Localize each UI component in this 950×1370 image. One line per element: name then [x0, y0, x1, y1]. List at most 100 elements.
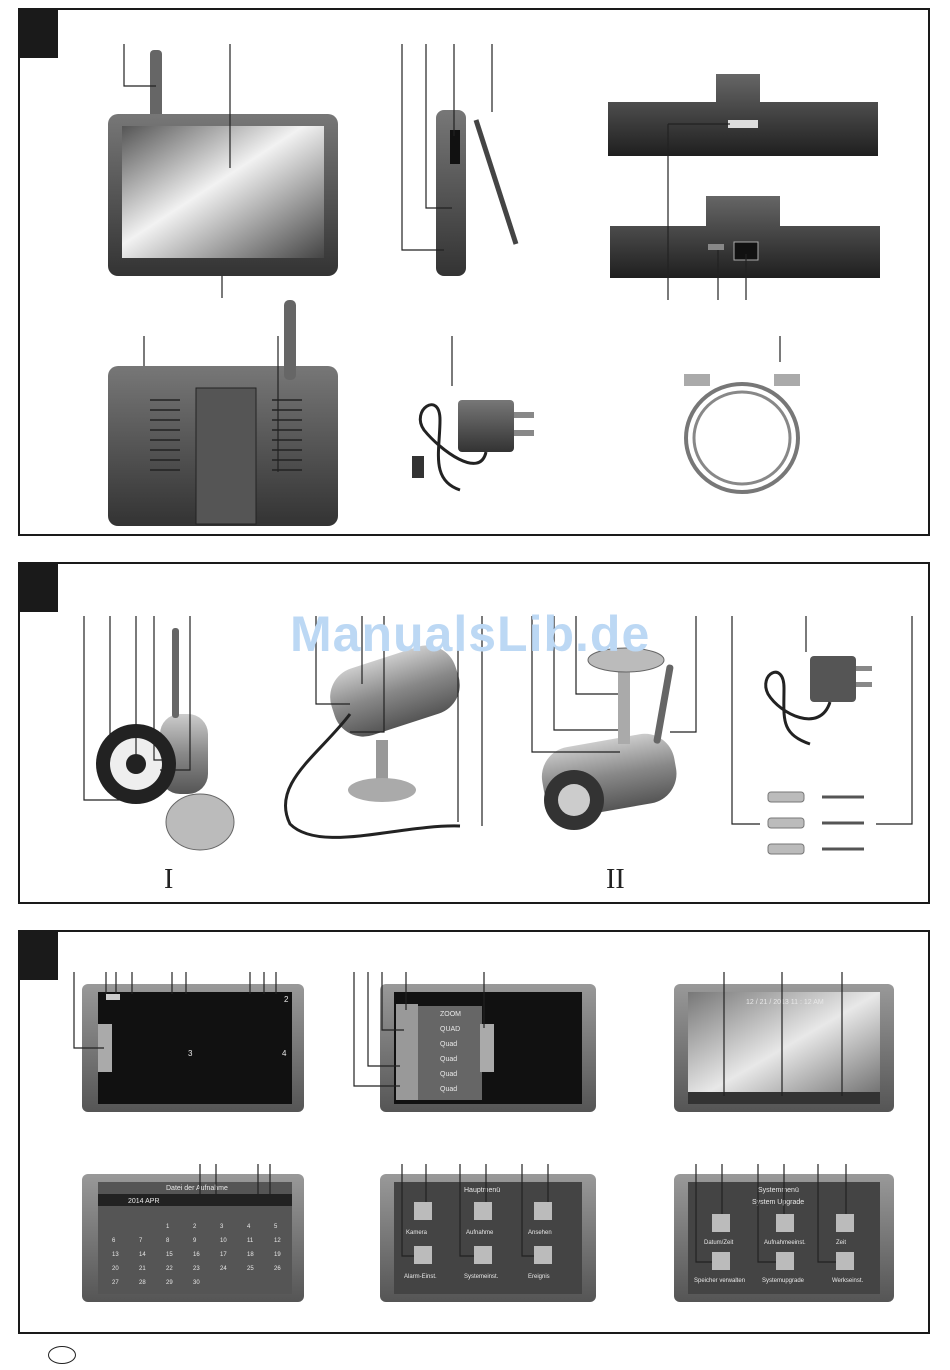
- main-menu-icon-2[interactable]: [474, 1202, 492, 1220]
- calendar-day-3[interactable]: 3: [220, 1224, 224, 1230]
- watermark: ManualsLib.de: [290, 606, 651, 662]
- menu-item-4[interactable]: Quad: [440, 1056, 457, 1063]
- calendar-day-20[interactable]: 20: [112, 1266, 119, 1272]
- main-menu-icon-grid: [414, 1202, 552, 1264]
- calendar-day-26[interactable]: 26: [274, 1266, 281, 1272]
- menu-item-2[interactable]: QUAD: [440, 1026, 460, 1033]
- calendar-day-25[interactable]: 25: [247, 1266, 254, 1272]
- channel-label-4: 4: [282, 1049, 287, 1058]
- screen-side-menu: [380, 984, 596, 1112]
- main-menu-icon-1[interactable]: [414, 1202, 432, 1220]
- calendar-day-18[interactable]: 18: [247, 1252, 254, 1258]
- system-menu-icon-5[interactable]: [776, 1252, 794, 1270]
- camera-mounted-view: [541, 647, 677, 830]
- calendar-day-27[interactable]: 27: [112, 1280, 119, 1286]
- system-menu-icon-6[interactable]: [836, 1252, 854, 1270]
- calendar-day-6[interactable]: 6: [112, 1238, 116, 1244]
- panel-camera-components: I II: [18, 562, 930, 904]
- footer-country-badge: [48, 1346, 76, 1364]
- main-menu-icon-6[interactable]: [534, 1246, 552, 1264]
- main-menu-label-1: Kamera: [406, 1230, 428, 1236]
- system-menu-icon-2[interactable]: [776, 1214, 794, 1232]
- calendar-month: 2014 APR: [128, 1198, 160, 1205]
- calendar-day-2[interactable]: 2: [193, 1224, 197, 1230]
- main-menu-label-3: Ansehen: [528, 1230, 552, 1236]
- calendar-title: Datei der Aufnahme: [166, 1185, 228, 1192]
- calendar-day-30[interactable]: 30: [193, 1280, 200, 1286]
- system-menu-icon-grid: [712, 1214, 854, 1270]
- camera-diagram: [83, 616, 913, 855]
- main-menu-label-4: Alarm-Einst.: [404, 1274, 437, 1280]
- calendar-day-24[interactable]: 24: [220, 1266, 227, 1272]
- calendar-day-16[interactable]: 16: [193, 1252, 200, 1258]
- panel-marker: [20, 564, 58, 612]
- wall-plugs-and-screws: [767, 791, 864, 855]
- menu-item-6[interactable]: Quad: [440, 1086, 457, 1093]
- calendar-day-14[interactable]: 14: [139, 1252, 146, 1258]
- camera-power-adapter: [764, 656, 872, 746]
- menu-item-5[interactable]: Quad: [440, 1071, 457, 1078]
- calendar-day-23[interactable]: 23: [193, 1266, 200, 1272]
- main-menu-title: Hauptmenü: [464, 1187, 500, 1194]
- docking-station: [608, 74, 880, 278]
- channel-label-3: 3: [188, 1049, 193, 1058]
- figure-label-two: II: [606, 864, 625, 895]
- camera-front-view: [96, 628, 235, 851]
- calendar-day-22[interactable]: 22: [166, 1266, 173, 1272]
- calendar-day-13[interactable]: 13: [112, 1252, 119, 1258]
- panel-marker: [20, 932, 58, 980]
- camera-side-view: [283, 645, 461, 839]
- system-menu-label-2: Aufnahmeeinst.: [764, 1240, 806, 1246]
- main-menu-label-5: Systemeinst.: [464, 1274, 499, 1280]
- menu-item-3[interactable]: Quad: [440, 1041, 457, 1048]
- panel-marker: [20, 10, 58, 58]
- power-adapter: [412, 400, 534, 492]
- monitor-front: [108, 50, 338, 276]
- system-menu-icon-1[interactable]: [712, 1214, 730, 1232]
- monitor-back: [108, 300, 338, 526]
- calendar-day-28[interactable]: 28: [139, 1280, 146, 1286]
- system-menu-label-1: Datum/Zeit: [704, 1240, 734, 1246]
- screens-diagram: 2 3 4 ZOOM QUAD Quad Quad Quad Quad: [73, 972, 894, 1302]
- network-cable: [684, 374, 800, 494]
- system-menu-label-6: Werkseinst.: [832, 1278, 864, 1284]
- calendar-day-1[interactable]: 1: [166, 1224, 170, 1230]
- system-menu-label-5: Systemupgrade: [762, 1278, 805, 1284]
- calendar-day-10[interactable]: 10: [220, 1238, 227, 1244]
- system-menu-label-3: Zeit: [836, 1240, 846, 1246]
- main-menu-label-2: Aufnahme: [466, 1230, 494, 1236]
- date-time-line: 12 / 21 / 2013 11 : 12 AM: [746, 999, 824, 1006]
- monitor-diagram: [108, 44, 880, 526]
- system-menu-title: Systemmenü: [758, 1187, 799, 1194]
- system-menu-icon-3[interactable]: [836, 1214, 854, 1232]
- calendar-day-5[interactable]: 5: [274, 1224, 278, 1230]
- main-menu-icon-3[interactable]: [534, 1202, 552, 1220]
- system-menu-label-4: Speicher verwalten: [694, 1278, 745, 1284]
- calendar-day-12[interactable]: 12: [274, 1238, 281, 1244]
- panel-monitor-components: [18, 8, 930, 536]
- panel-screen-menus: 2 3 4 ZOOM QUAD Quad Quad Quad Quad: [18, 930, 930, 1334]
- calendar-day-29[interactable]: 29: [166, 1280, 173, 1286]
- figure-label-one: I: [164, 864, 174, 895]
- main-menu-icon-4[interactable]: [414, 1246, 432, 1264]
- calendar-day-4[interactable]: 4: [247, 1224, 251, 1230]
- main-menu-label-6: Ereignis: [528, 1274, 550, 1280]
- main-menu-icon-5[interactable]: [474, 1246, 492, 1264]
- system-menu-icon-4[interactable]: [712, 1252, 730, 1270]
- monitor-side: [436, 110, 519, 276]
- calendar-day-21[interactable]: 21: [139, 1266, 146, 1272]
- calendar-day-15[interactable]: 15: [166, 1252, 173, 1258]
- calendar-day-17[interactable]: 17: [220, 1252, 227, 1258]
- calendar-day-7[interactable]: 7: [139, 1238, 143, 1244]
- calendar-day-9[interactable]: 9: [193, 1238, 197, 1244]
- screen-quad-view: [82, 984, 304, 1112]
- calendar-day-19[interactable]: 19: [274, 1252, 281, 1258]
- system-menu-subtitle: System Upgrade: [752, 1199, 804, 1206]
- calendar-day-11[interactable]: 11: [247, 1238, 254, 1244]
- screen-home: [674, 984, 894, 1112]
- menu-item-1[interactable]: ZOOM: [440, 1011, 461, 1018]
- screen-calendar: [82, 1174, 304, 1302]
- calendar-day-8[interactable]: 8: [166, 1238, 170, 1244]
- channel-label-2: 2: [284, 995, 289, 1004]
